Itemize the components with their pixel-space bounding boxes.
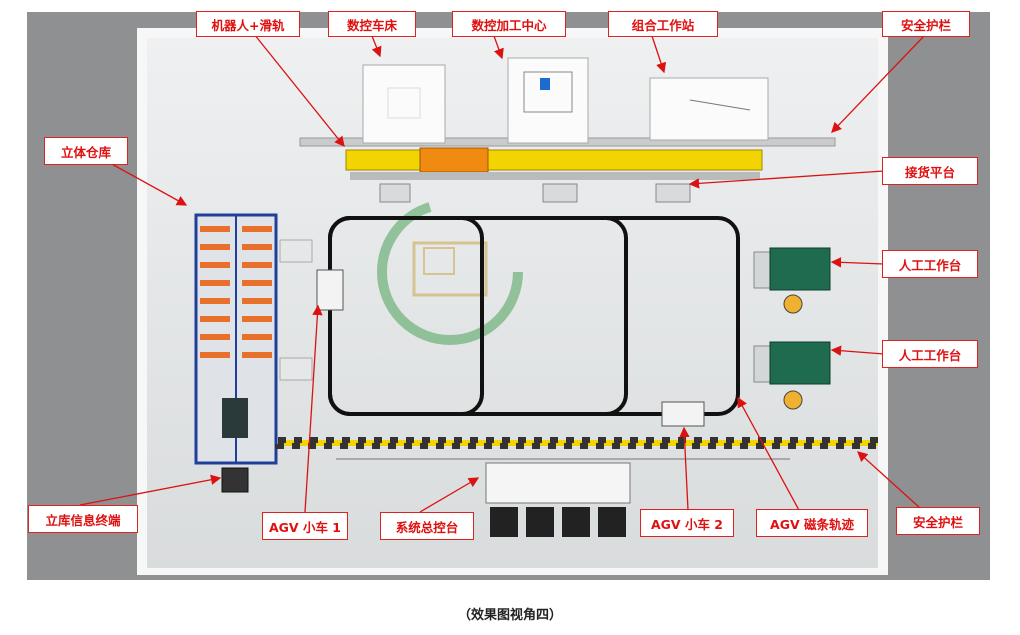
- hazard-stripe: [275, 437, 881, 449]
- robot-rail: [299, 137, 836, 180]
- layout-scene: [27, 12, 990, 580]
- agv-1-vehicle: [316, 269, 344, 311]
- warehouse-docks: [279, 239, 313, 381]
- figure-caption: （效果图视角四）: [457, 608, 562, 623]
- leader-lines: [79, 33, 925, 513]
- label-warehouse: 立体仓库: [44, 137, 128, 165]
- label-robot-rail: 机器人+滑轨: [196, 11, 300, 37]
- manual-station-1-unit: [753, 247, 831, 314]
- label-control-console: 系统总控台: [380, 512, 474, 540]
- warehouse-terminal-device: [221, 467, 249, 493]
- label-combo-station: 组合工作站: [608, 11, 718, 37]
- label-agv-2: AGV 小车 2: [640, 509, 734, 537]
- label-manual-station-1: 人工工作台: [882, 250, 978, 278]
- combo-station-machine: [649, 77, 769, 141]
- label-fence-top: 安全护栏: [882, 11, 970, 37]
- label-cnc-lathe: 数控车床: [328, 11, 416, 37]
- watermark-logo: [377, 199, 523, 345]
- agv-2-vehicle: [661, 401, 705, 427]
- cnc-lathe-machine: [362, 64, 446, 144]
- label-cnc-center: 数控加工中心: [452, 11, 566, 37]
- control-console-unit: [485, 462, 631, 537]
- label-receiving-platform: 接货平台: [882, 157, 978, 185]
- receiving-platforms: [379, 183, 691, 203]
- label-agv-1: AGV 小车 1: [262, 512, 348, 540]
- label-manual-station-2: 人工工作台: [882, 340, 978, 368]
- manual-station-2-unit: [753, 341, 831, 410]
- magnetic-track: [328, 216, 740, 416]
- label-magnetic-track: AGV 磁条轨迹: [756, 509, 868, 537]
- warehouse-rack: [194, 213, 278, 465]
- label-warehouse-terminal: 立库信息终端: [28, 505, 138, 533]
- cnc-center-machine: [507, 57, 589, 144]
- label-fence-bottom: 安全护栏: [896, 507, 980, 535]
